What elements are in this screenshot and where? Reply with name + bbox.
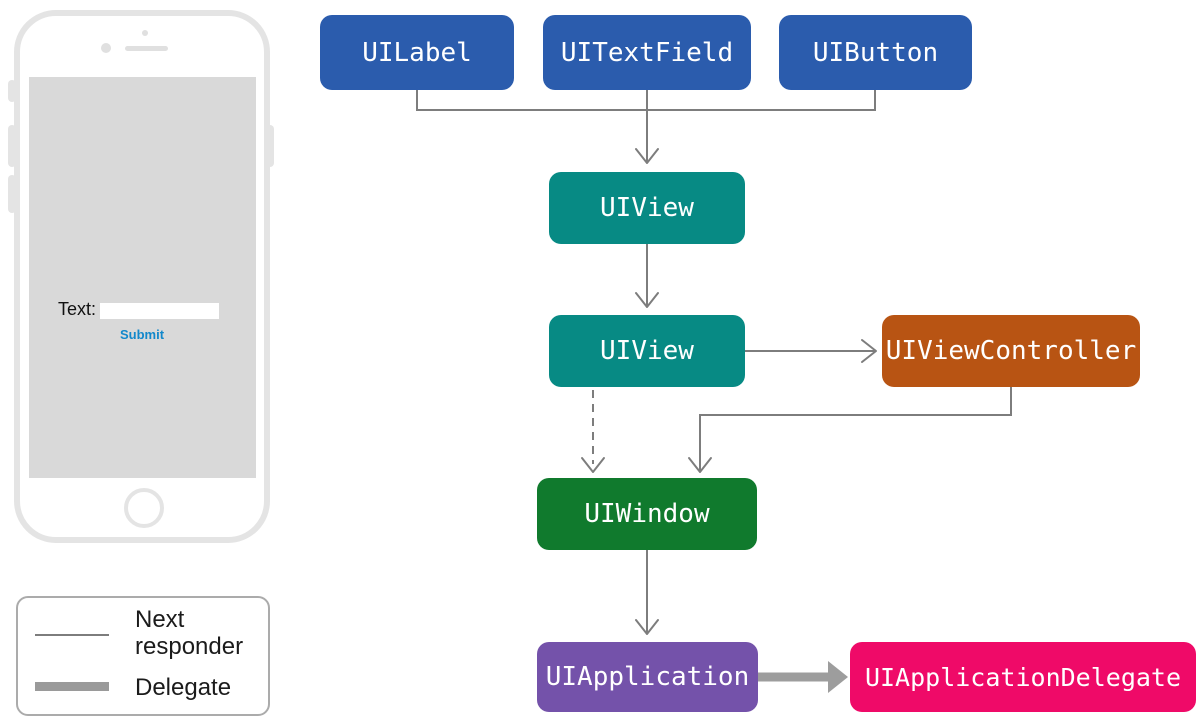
arrowhead-subviews-to-uiview — [635, 148, 659, 164]
arrowhead-uiview-to-uiwindow-dashed — [581, 457, 605, 473]
text-input — [100, 303, 219, 319]
legend-next-responder-label: Next responder — [135, 606, 244, 660]
text-field-label: Text: — [58, 299, 97, 319]
phone-screen: Text: Submit — [29, 77, 256, 478]
legend-delegate-label: Delegate — [135, 674, 232, 701]
node-uiapplication: UIApplication — [537, 642, 758, 712]
legend-next-responder-line — [35, 634, 109, 636]
submit-button: Submit — [120, 327, 165, 342]
legend-delegate-line — [35, 682, 109, 691]
phone-volume-up-button — [8, 125, 16, 167]
delegate-arrowhead-uiapplication — [828, 661, 848, 693]
connector-subviews-join — [416, 90, 876, 163]
front-camera-icon — [142, 30, 148, 36]
arrowhead-uiviewcontroller-to-uiwindow — [688, 457, 712, 473]
phone-mute-switch — [8, 80, 16, 102]
arrowhead-uiwindow-to-uiapplication — [635, 619, 659, 635]
node-uiview-top: UIView — [549, 172, 745, 244]
node-uiviewcontroller: UIViewController — [882, 315, 1140, 387]
node-uitextfield: UITextField — [543, 15, 751, 90]
arrowhead-uiview-to-uiviewcontroller — [861, 339, 877, 363]
node-uiview-bottom: UIView — [549, 315, 745, 387]
speaker-icon — [125, 46, 168, 51]
node-uiwindow: UIWindow — [537, 478, 757, 550]
phone-power-button — [266, 125, 274, 167]
arrowhead-uiview-to-uiview — [635, 292, 659, 308]
connector-uiviewcontroller-to-uiwindow — [699, 387, 1012, 472]
node-uiapplicationdelegate: UIApplicationDelegate — [850, 642, 1196, 712]
phone-frame: Text: Submit — [14, 10, 270, 543]
legend: Next responder Delegate — [16, 596, 270, 716]
home-button-icon — [124, 488, 164, 528]
sensor-dot-icon — [101, 43, 111, 53]
phone-volume-down-button — [8, 175, 16, 213]
node-uibutton: UIButton — [779, 15, 972, 90]
node-uilabel: UILabel — [320, 15, 514, 90]
